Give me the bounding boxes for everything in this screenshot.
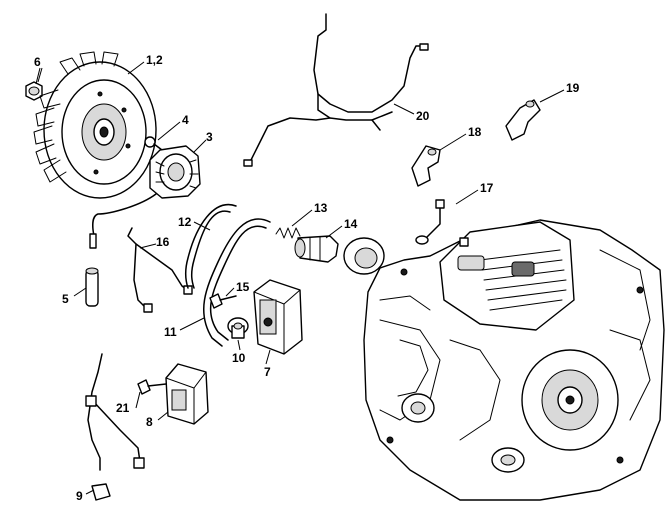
part-flywheel [33,51,157,199]
part-hose-11 [202,218,271,347]
callout-3: 3 [206,130,213,144]
part-clip-18 [411,145,441,187]
callout-16: 16 [156,235,170,249]
callout-8: 8 [146,415,153,429]
callout-20: 20 [416,109,430,123]
part-harness-9 [85,353,145,501]
part-coil-8 [165,363,209,425]
callout-4: 4 [182,113,189,127]
part-nut [25,81,43,101]
callout-5: 5 [62,292,69,306]
callout-1-2: 1,2 [146,53,163,67]
callout-labels: 1,2 3 4 5 6 7 8 9 10 11 12 13 14 15 16 1… [34,53,580,503]
callout-21: 21 [116,401,130,415]
callout-9: 9 [76,489,83,503]
part-stator [89,145,201,249]
callout-17: 17 [480,181,494,195]
part-harness-20 [243,13,429,167]
part-sleeve [85,267,99,307]
callout-12: 12 [178,215,192,229]
part-screw-15 [209,293,237,309]
callout-11: 11 [164,325,177,339]
part-hose-12 [184,203,237,289]
callout-6: 6 [34,55,41,69]
callout-10: 10 [232,351,246,365]
callout-7: 7 [264,365,271,379]
part-screw-4 [144,136,163,151]
part-ignition-coil [253,279,303,355]
part-connector-14 [294,235,339,263]
part-clip-19 [505,99,541,141]
engine-crankcase [363,219,665,501]
part-screw-21 [137,379,167,395]
part-ground-wire [415,199,445,245]
callout-14: 14 [344,217,358,231]
callout-15: 15 [236,280,250,294]
part-grommet [343,237,385,275]
callout-13: 13 [314,201,328,215]
callout-19: 19 [566,81,580,95]
part-spring [275,227,301,239]
part-bushing [227,317,249,339]
callout-18: 18 [468,125,482,139]
leader-lines [35,61,565,495]
